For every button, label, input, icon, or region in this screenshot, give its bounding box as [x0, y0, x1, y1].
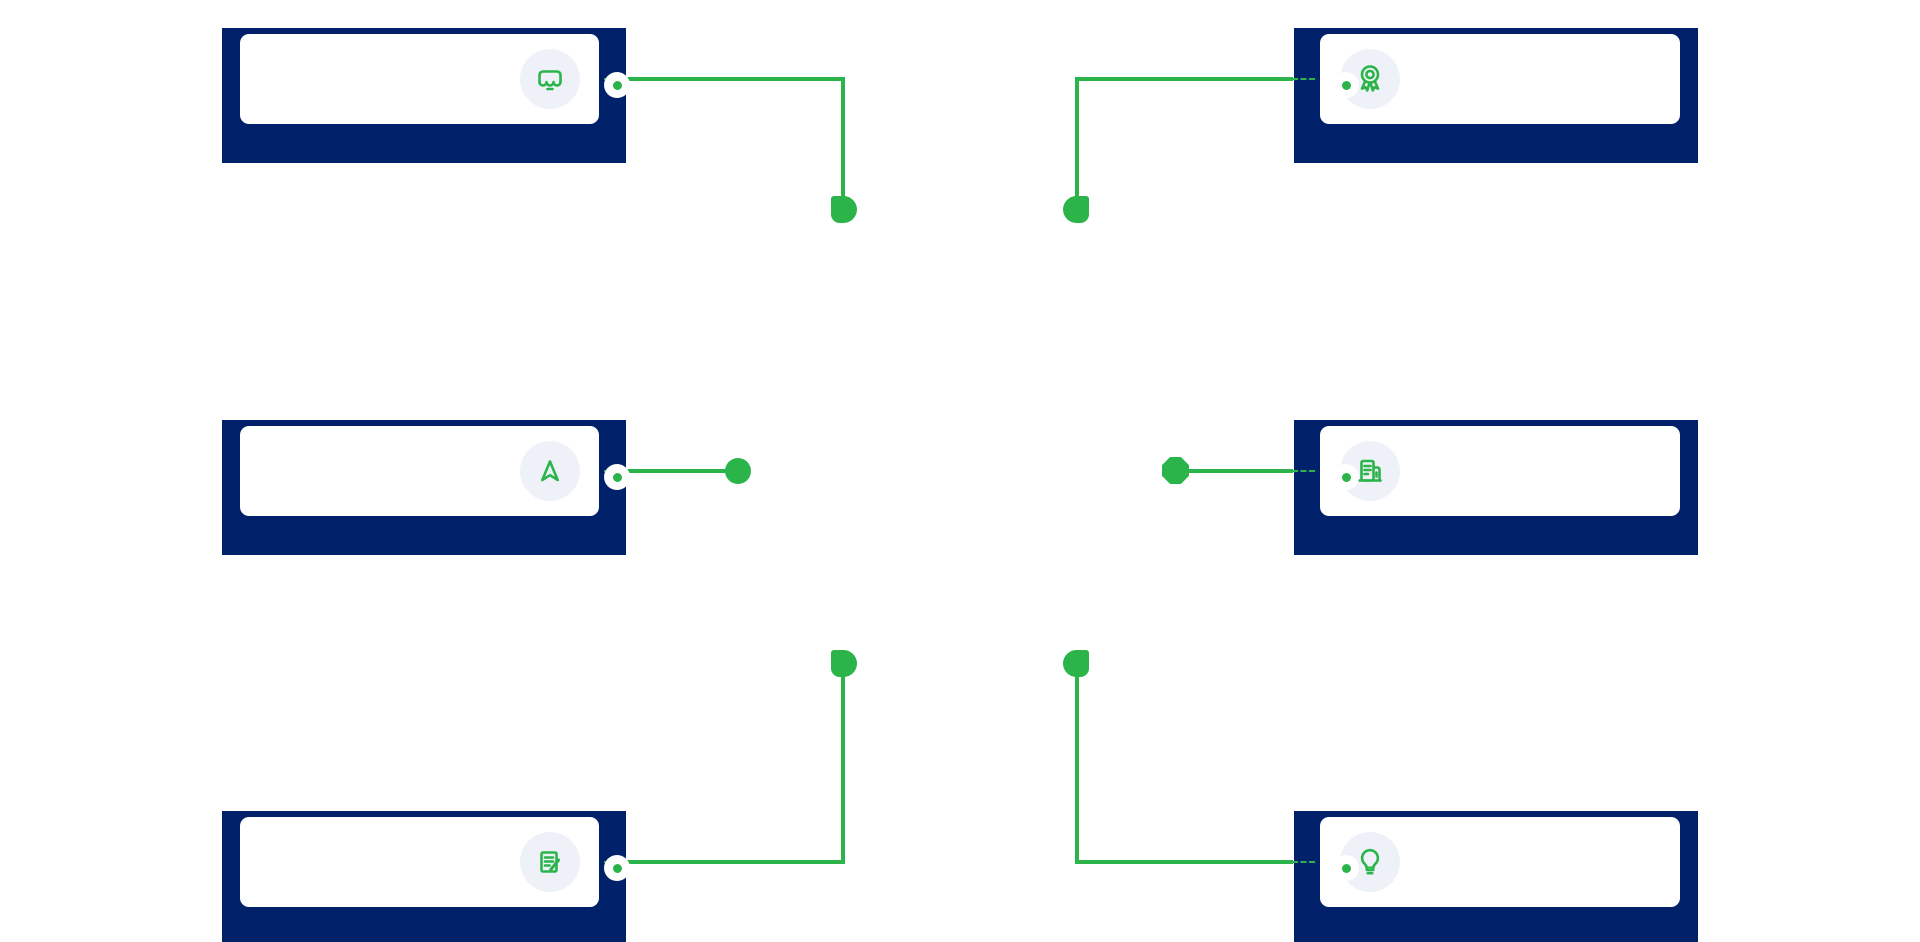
node-card[interactable] — [240, 34, 630, 124]
connector-line — [1075, 77, 1079, 200]
port-dot — [612, 863, 622, 873]
connector-line — [1075, 671, 1079, 864]
awning-storefront-icon — [538, 70, 562, 91]
connector-line — [1075, 77, 1293, 81]
node-middle-left[interactable] — [222, 420, 630, 555]
connector-port[interactable] — [1333, 72, 1359, 98]
navigation-arrow-icon — [541, 460, 559, 482]
icon-circle — [520, 832, 580, 892]
connector-endpoint[interactable] — [1162, 457, 1189, 484]
award-medal-icon — [1360, 65, 1380, 92]
connector-endpoint[interactable] — [1063, 650, 1089, 677]
connector-line — [841, 671, 845, 864]
connector-dash — [1292, 470, 1315, 472]
office-building-icon — [1358, 459, 1382, 482]
connector-port[interactable] — [1333, 464, 1359, 490]
port-dot — [612, 472, 622, 482]
connector-endpoint[interactable] — [1063, 196, 1089, 223]
lightbulb-icon — [1360, 848, 1380, 875]
node-card[interactable] — [1320, 817, 1680, 907]
icon-circle — [520, 49, 580, 109]
node-bottom-right[interactable] — [1294, 811, 1698, 942]
node-top-right[interactable] — [1294, 28, 1698, 163]
port-dot — [1341, 80, 1351, 90]
connector-line — [1188, 469, 1293, 473]
connector-line — [627, 860, 845, 864]
edit-document-icon — [540, 851, 561, 873]
connector-line — [841, 77, 845, 200]
port-dot — [1341, 863, 1351, 873]
connector-endpoint[interactable] — [831, 196, 857, 223]
connector-dash — [1292, 861, 1315, 863]
connector-port[interactable] — [604, 464, 630, 490]
node-card[interactable] — [1320, 34, 1680, 124]
connector-port[interactable] — [604, 855, 630, 881]
connector-line — [627, 469, 726, 473]
node-bottom-left[interactable] — [222, 811, 630, 942]
port-dot — [612, 80, 622, 90]
node-card[interactable] — [240, 426, 630, 516]
connector-port[interactable] — [604, 72, 630, 98]
node-top-left[interactable] — [222, 28, 630, 163]
connector-dash — [1292, 78, 1315, 80]
connector-line — [627, 77, 845, 81]
node-card[interactable] — [1320, 426, 1680, 516]
connector-endpoint[interactable] — [831, 650, 857, 677]
node-middle-right[interactable] — [1294, 420, 1698, 555]
node-card[interactable] — [240, 817, 630, 907]
connector-line — [1075, 860, 1293, 864]
icon-circle — [520, 441, 580, 501]
connector-endpoint[interactable] — [725, 458, 751, 484]
port-dot — [1341, 472, 1351, 482]
connector-port[interactable] — [1333, 855, 1359, 881]
